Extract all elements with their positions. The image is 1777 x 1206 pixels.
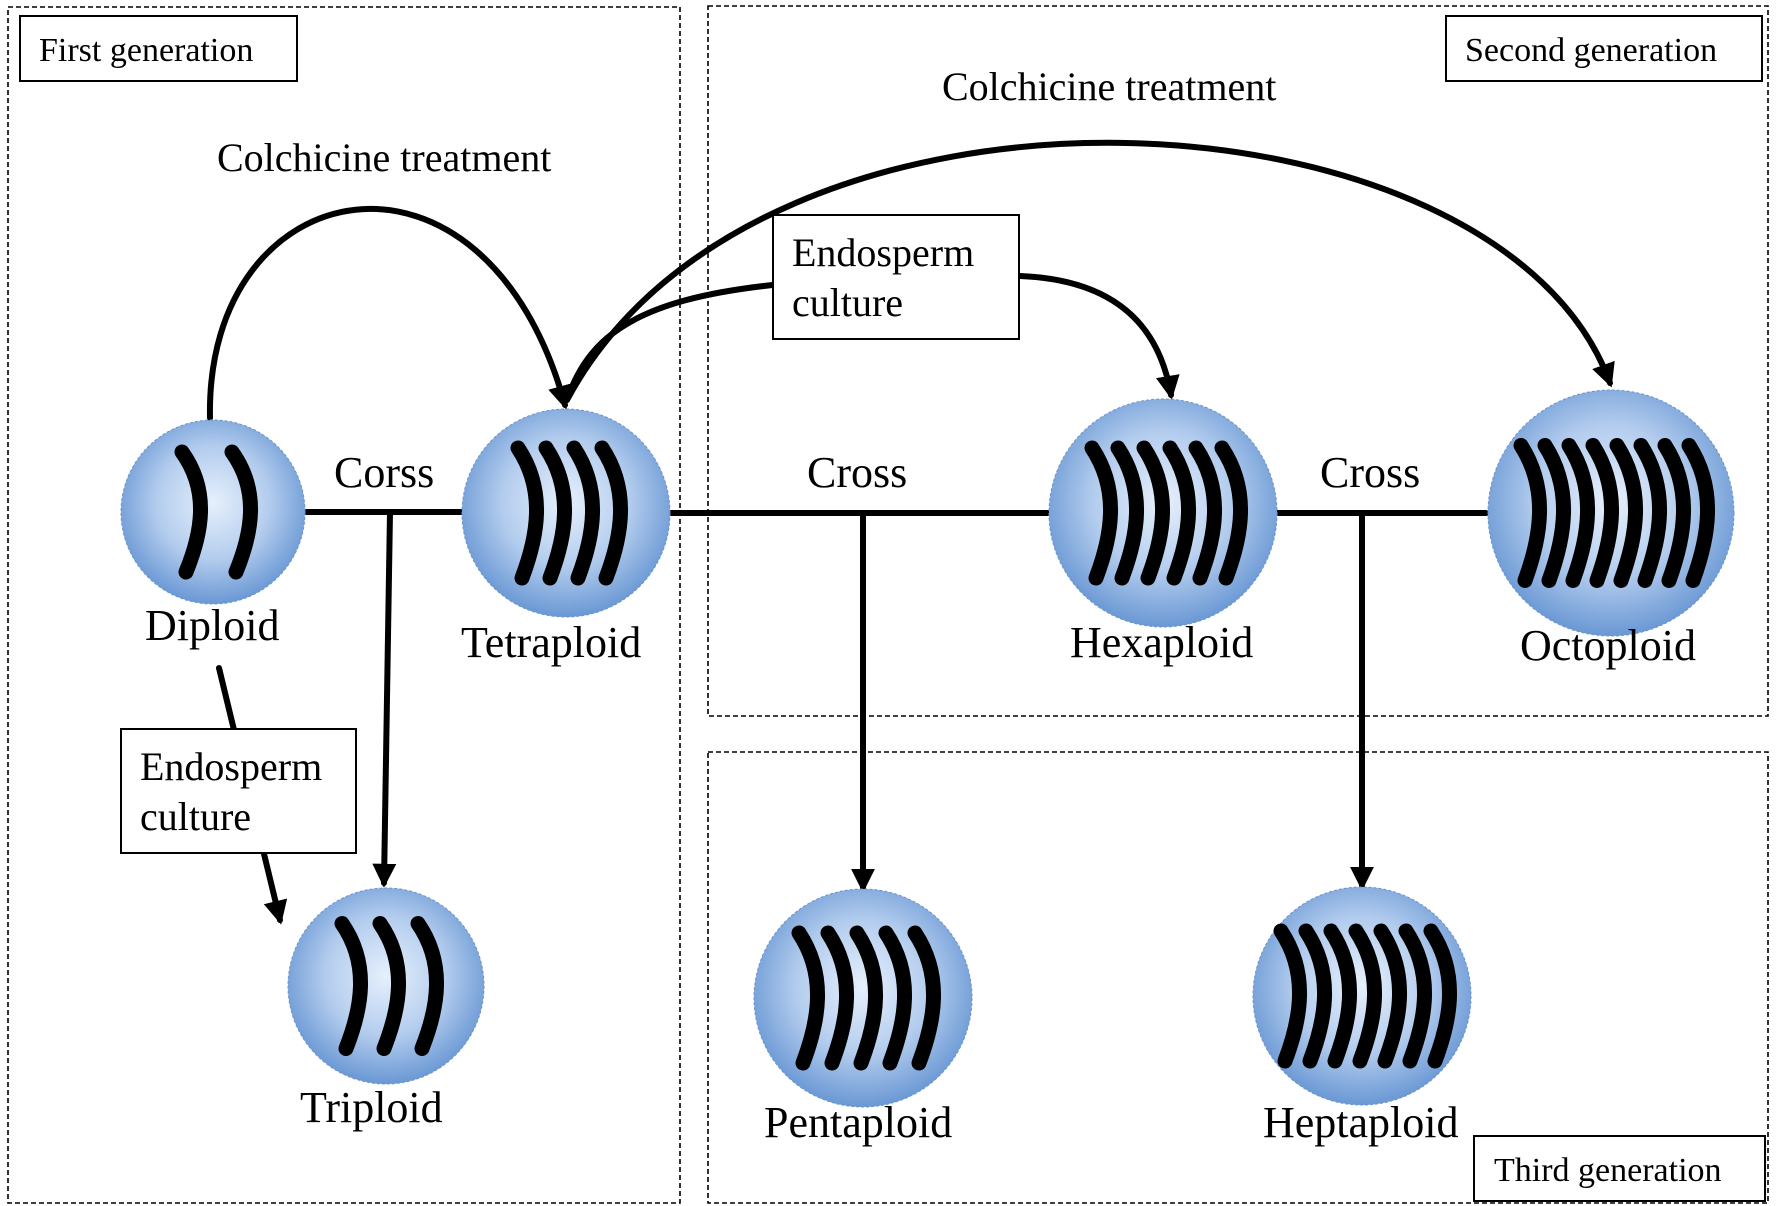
heptaploid-chromosome xyxy=(1423,923,1457,1069)
triploid-chromosome xyxy=(410,916,444,1056)
heptaploid-chromosome xyxy=(1373,923,1407,1069)
heptaploid-cell xyxy=(1252,886,1472,1106)
triploid-chromosome xyxy=(372,916,406,1056)
first-generation-label: First generation xyxy=(39,32,253,69)
hexaploid-chromosome xyxy=(1110,440,1144,586)
tetraploid-chromosome xyxy=(538,440,572,586)
hexaploid-label: Hexaploid xyxy=(1070,618,1253,667)
triploid-label: Triploid xyxy=(300,1083,443,1132)
endosperm-culture-box-top xyxy=(772,214,1020,340)
pentaploid-chromosome xyxy=(907,925,941,1071)
colchicine-label-left: Colchicine treatment xyxy=(217,135,551,180)
tetraploid-chromosome xyxy=(566,440,600,586)
arrow-to-triploid xyxy=(372,509,397,888)
octoploid-chromosome xyxy=(1513,438,1548,588)
third-generation-panel xyxy=(707,751,1769,1204)
octoploid-chromosome xyxy=(1681,438,1716,588)
first-generation-panel xyxy=(7,6,681,1204)
hexaploid-chromosome xyxy=(1084,440,1118,586)
endosperm-left-line1: Endosperm xyxy=(140,744,322,789)
octoploid-label: Octoploid xyxy=(1520,621,1696,670)
pentaploid-chromosome xyxy=(791,925,825,1071)
tetraploid-chromosome xyxy=(594,440,628,586)
arrow-colchicine-tetraploid-octoploid xyxy=(564,139,1615,403)
heptaploid-cell-body xyxy=(1252,886,1472,1106)
octoploid-cell xyxy=(1487,389,1735,637)
pentaploid-chromosome xyxy=(849,925,883,1071)
second-generation-box xyxy=(1445,15,1763,82)
heptaploid-chromosome xyxy=(1398,923,1432,1069)
diploid-cell xyxy=(120,419,306,605)
octoploid-chromosome xyxy=(1657,438,1692,588)
cross-label-hexaploid-octoploid: Cross xyxy=(1320,448,1420,497)
octoploid-chromosome xyxy=(1609,438,1644,588)
triploid-chromosome xyxy=(334,916,368,1056)
endosperm-top-line1: Endosperm xyxy=(792,230,974,275)
endosperm-left-line2: culture xyxy=(140,794,251,839)
pentaploid-cell xyxy=(753,888,973,1108)
pentaploid-label: Pentaploid xyxy=(764,1098,952,1147)
tetraploid-label: Tetraploid xyxy=(461,618,641,667)
octoploid-chromosome xyxy=(1561,438,1596,588)
hexaploid-chromosome xyxy=(1188,440,1222,586)
third-generation-box xyxy=(1473,1135,1766,1202)
first-generation-box xyxy=(19,15,298,82)
endosperm-culture-box-left xyxy=(120,728,357,854)
pentaploid-chromosome xyxy=(878,925,912,1071)
octoploid-chromosome xyxy=(1633,438,1668,588)
pentaploid-chromosome xyxy=(820,925,854,1071)
heptaploid-chromosome xyxy=(1273,923,1307,1069)
heptaploid-chromosome xyxy=(1323,923,1357,1069)
heptaploid-chromosome xyxy=(1348,923,1382,1069)
hexaploid-chromosome xyxy=(1214,440,1248,586)
diploid-cell-body xyxy=(120,419,306,605)
third-generation-label: Third generation xyxy=(1494,1152,1722,1189)
heptaploid-label: Heptaploid xyxy=(1263,1098,1459,1147)
triploid-cell-body xyxy=(287,887,485,1085)
arrow-colchicine-diploid-tetraploid xyxy=(206,206,572,421)
hexaploid-chromosome xyxy=(1162,440,1196,586)
hexaploid-cell xyxy=(1048,398,1278,628)
endosperm-top-line2: culture xyxy=(792,280,903,325)
hexaploid-chromosome xyxy=(1136,440,1170,586)
second-generation-panel xyxy=(707,5,1769,717)
octoploid-chromosome xyxy=(1585,438,1620,588)
second-generation-label: Second generation xyxy=(1465,32,1717,69)
triploid-cell xyxy=(287,887,485,1085)
heptaploid-chromosome xyxy=(1298,923,1332,1069)
octoploid-chromosome xyxy=(1537,438,1572,588)
colchicine-label-right: Colchicine treatment xyxy=(942,64,1276,109)
diploid-chromosome xyxy=(174,444,208,580)
diploid-label: Diploid xyxy=(145,601,279,650)
tetraploid-chromosome xyxy=(510,440,544,586)
cross-label-diploid-tetraploid: Corss xyxy=(334,448,434,497)
cross-label-tetraploid-hexaploid: Cross xyxy=(807,448,907,497)
diploid-chromosome xyxy=(224,444,258,580)
tetraploid-cell xyxy=(461,408,671,618)
